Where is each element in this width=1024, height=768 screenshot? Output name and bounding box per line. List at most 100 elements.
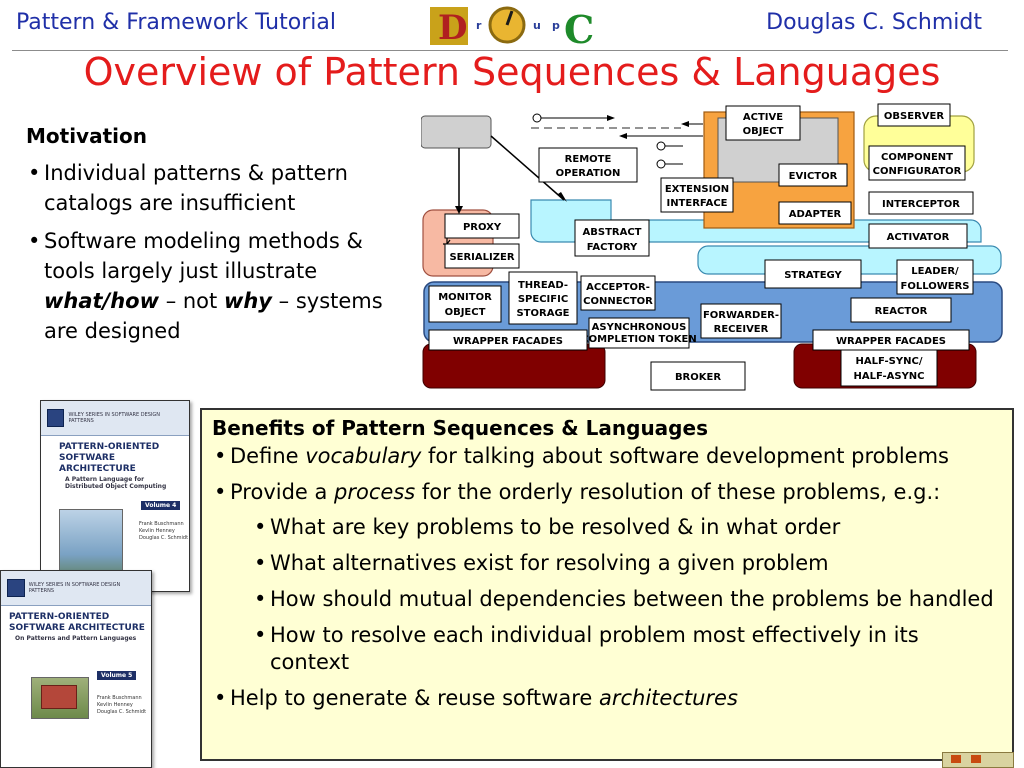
motivation-item-text: Software modeling methods & tools largel…: [44, 229, 363, 283]
box-extension-interface: EXTENSION INTERFACE: [660, 177, 734, 213]
label-leader-followers-1: LEADER/: [911, 266, 959, 277]
pattern-language-diagram: ACTIVE OBJECT OBSERVER REMOTE OPERATION …: [421, 103, 1003, 391]
header-divider: [12, 50, 1008, 51]
doc-group-logo: D r u p C: [430, 6, 594, 47]
logo-d-block: [430, 7, 468, 45]
book-author: Kevlin Henney: [139, 528, 175, 534]
label-component-configurator-2: CONFIGURATOR: [873, 166, 962, 177]
label-abstract-factory-2: FACTORY: [587, 242, 638, 253]
logo-letter-c: C: [564, 7, 594, 47]
emphasis-why: why: [223, 289, 272, 313]
benefits-item-text: for talking about software development p…: [421, 444, 949, 468]
logo-clock-hand: [505, 10, 514, 26]
label-forwarder-receiver-1: FORWARDER-: [703, 310, 779, 321]
label-act-2: COMPLETION TOKEN: [581, 334, 697, 345]
label-active-object-1: ACTIVE: [743, 112, 783, 123]
interface-circle: [532, 113, 542, 123]
box-leader-followers: LEADER/ FOLLOWERS: [896, 259, 974, 295]
label-adapter: ADAPTER: [789, 209, 842, 220]
client-box: [421, 115, 492, 149]
book-cover-volume-5: WILEY SERIES IN SOFTWARE DESIGN PATTERNS…: [0, 570, 152, 768]
benefits-item-text: Provide a: [230, 480, 335, 504]
motivation-item: Software modeling methods & tools largel…: [26, 226, 406, 346]
box-evictor: EVICTOR: [778, 163, 848, 187]
benefits-subitem: What alternatives exist for resolving a …: [252, 550, 1002, 577]
prev-slide-icon[interactable]: [951, 755, 961, 763]
label-forwarder-receiver-2: RECEIVER: [714, 324, 769, 335]
motivation-list: Individual patterns & pattern catalogs a…: [26, 158, 406, 346]
book-author: Frank Buschmann: [139, 521, 184, 527]
label-leader-followers-2: FOLLOWERS: [901, 281, 970, 292]
book-subtitle: On Patterns and Pattern Languages: [15, 635, 137, 642]
slide-nav-control[interactable]: [942, 752, 1014, 768]
label-act-1: ASYNCHRONOUS: [592, 322, 687, 333]
header-author: Douglas C. Schmidt: [766, 10, 982, 35]
book-title: PATTERN-ORIENTED SOFTWARE ARCHITECTURE: [9, 612, 145, 633]
next-slide-icon[interactable]: [971, 755, 981, 763]
box-abstract-factory: ABSTRACT FACTORY: [574, 219, 650, 257]
label-extension-interface-1: EXTENSION: [665, 184, 729, 195]
label-acceptor-connector-1: ACCEPTOR-: [586, 282, 650, 293]
benefits-item: Provide a process for the orderly resolu…: [212, 479, 1002, 676]
box-monitor-object: MONITOR OBJECT: [428, 285, 502, 323]
motivation-item: Individual patterns & pattern catalogs a…: [26, 158, 406, 218]
label-reactor: REACTOR: [875, 306, 928, 317]
wiley-logo-icon: [7, 579, 25, 597]
logo-letter-d: D: [438, 8, 467, 47]
book-authors: Frank Buschmann Kevlin Henney Douglas C.…: [97, 695, 146, 716]
label-remote-operation-1: REMOTE: [565, 154, 612, 165]
box-broker: BROKER: [650, 361, 746, 391]
box-wrapper-facades-left: WRAPPER FACADES: [428, 329, 588, 351]
interface-circle: [656, 159, 666, 169]
box-half-sync-half-async: HALF-SYNC/ HALF-ASYNC: [840, 349, 938, 387]
header-left-title: Pattern & Framework Tutorial: [16, 10, 336, 35]
motivation-heading: Motivation: [26, 124, 147, 148]
house-roof: [41, 685, 77, 709]
emphasis-vocabulary: vocabulary: [305, 444, 422, 468]
benefits-item-text: for the orderly resolution of these prob…: [415, 480, 941, 504]
label-extension-interface-2: INTERFACE: [666, 198, 727, 209]
arrowhead: [607, 115, 615, 121]
label-broker: BROKER: [675, 372, 721, 383]
book-cover-header: WILEY SERIES IN SOFTWARE DESIGN PATTERNS: [1, 571, 151, 606]
benefits-subitem: How should mutual dependencies between t…: [252, 586, 1002, 613]
label-tss-3: STORAGE: [516, 308, 569, 319]
label-observer: OBSERVER: [884, 111, 944, 122]
book-series: WILEY SERIES IN SOFTWARE DESIGN PATTERNS: [28, 582, 121, 594]
label-proxy: PROXY: [463, 222, 502, 233]
label-wrapper-facades-left: WRAPPER FACADES: [453, 336, 563, 347]
box-thread-specific-storage: THREAD- SPECIFIC STORAGE: [508, 271, 578, 325]
label-active-object-2: OBJECT: [743, 126, 784, 137]
emphasis-architectures: architectures: [598, 686, 738, 710]
box-forwarder-receiver: FORWARDER- RECEIVER: [700, 303, 782, 339]
label-wrapper-facades-right: WRAPPER FACADES: [836, 336, 946, 347]
box-observer: OBSERVER: [877, 103, 951, 127]
book-subtitle: A Pattern Language for Distributed Objec…: [65, 476, 167, 490]
label-hsha-2: HALF-ASYNC: [853, 371, 924, 382]
box-strategy: STRATEGY: [764, 259, 862, 289]
arrowhead: [558, 192, 567, 202]
box-reactor: REACTOR: [850, 297, 952, 323]
box-proxy: PROXY: [444, 213, 520, 239]
motivation-item-text: Individual patterns & pattern catalogs a…: [44, 161, 348, 215]
book-title: PATTERN-ORIENTED SOFTWARE ARCHITECTURE: [59, 442, 160, 474]
book-authors: Frank Buschmann Kevlin Henney Douglas C.…: [139, 521, 188, 542]
benefits-item-text: Define: [230, 444, 306, 468]
arrowhead: [455, 206, 463, 214]
motivation-section: Motivation Individual patterns & pattern…: [26, 124, 406, 354]
label-activator: ACTIVATOR: [887, 232, 950, 243]
box-remote-operation: REMOTE OPERATION: [538, 147, 638, 183]
label-strategy: STRATEGY: [784, 270, 842, 281]
box-interceptor: INTERCEPTOR: [868, 191, 974, 215]
box-active-object: ACTIVE OBJECT: [725, 105, 801, 141]
arrow-client-factory: [490, 135, 565, 201]
label-remote-operation-2: OPERATION: [556, 168, 621, 179]
benefits-subitem: What are key problems to be resolved & i…: [252, 514, 1002, 541]
benefits-item: Help to generate & reuse software archit…: [212, 685, 1002, 712]
benefits-subitem: How to resolve each individual problem m…: [252, 622, 1002, 676]
benefits-item: Define vocabulary for talking about soft…: [212, 443, 1002, 470]
interface-circle: [656, 141, 666, 151]
arrowhead: [681, 121, 689, 127]
logo-letter-u: u: [533, 19, 541, 32]
book-volume: Volume 4: [141, 501, 181, 510]
